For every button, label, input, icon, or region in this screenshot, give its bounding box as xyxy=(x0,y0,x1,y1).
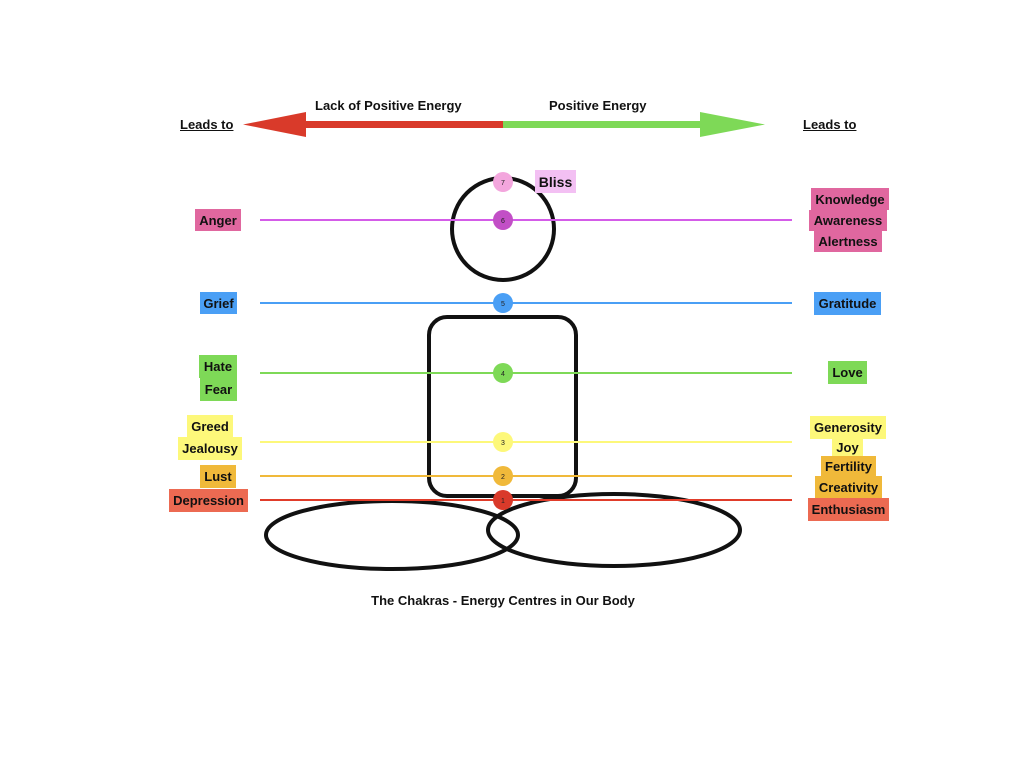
energy-arrow xyxy=(243,112,765,137)
enthusiasm-label: Enthusiasm xyxy=(808,498,889,521)
chakra-number: 3 xyxy=(501,440,505,447)
chakra-dot xyxy=(493,210,513,230)
lust-label: Lust xyxy=(200,465,236,488)
chakra-7: 7 xyxy=(493,172,513,192)
awareness-label: Awareness xyxy=(809,210,887,231)
greed-label: Greed xyxy=(187,415,233,438)
figure-right-leg xyxy=(486,492,742,568)
chakra-number: 6 xyxy=(501,218,505,225)
generosity-label: Generosity xyxy=(810,416,886,439)
chakra-5: 5 xyxy=(493,293,513,313)
right-leads-to: Leads to xyxy=(803,117,857,132)
chakra-number: 2 xyxy=(501,474,505,481)
chakra-dot xyxy=(493,293,513,313)
positive-arrow-head xyxy=(700,112,765,137)
love-label: Love xyxy=(828,361,867,384)
alertness-label: Alertness xyxy=(814,231,882,252)
chakra-3: 3 xyxy=(493,432,513,452)
chakra-dot xyxy=(493,490,513,510)
chakra-number: 1 xyxy=(501,498,505,505)
fertility-label: Fertility xyxy=(821,456,876,477)
chakra-dot xyxy=(493,363,513,383)
figure-left-leg xyxy=(264,499,520,571)
positive-arrow-shaft xyxy=(503,121,705,128)
anger-label: Anger xyxy=(195,209,241,231)
chakra-dot xyxy=(493,466,513,486)
chakra-number: 5 xyxy=(501,301,505,308)
hate-label: Hate xyxy=(199,355,237,378)
creativity-label: Creativity xyxy=(815,476,882,498)
chakra-dot xyxy=(493,432,513,452)
positive-energy-label: Positive Energy xyxy=(549,98,647,113)
chakra-1: 1 xyxy=(493,490,513,510)
negative-arrow-shaft xyxy=(300,121,503,128)
gratitude-label: Gratitude xyxy=(814,292,881,315)
left-leads-to: Leads to xyxy=(180,117,234,132)
depression-label: Depression xyxy=(169,489,248,512)
fear-label: Fear xyxy=(200,378,237,401)
knowledge-label: Knowledge xyxy=(811,188,889,210)
chakra-dot xyxy=(493,172,513,192)
bliss-label: Bliss xyxy=(535,170,576,193)
jealousy-label: Jealousy xyxy=(178,437,242,460)
diagram-caption: The Chakras - Energy Centres in Our Body xyxy=(371,593,635,608)
grief-label: Grief xyxy=(200,292,237,314)
chakra-number: 7 xyxy=(501,180,505,187)
chakra-6: 6 xyxy=(493,210,513,230)
joy-label: Joy xyxy=(832,437,863,457)
chakra-4: 4 xyxy=(493,363,513,383)
chakra-number: 4 xyxy=(501,371,505,378)
negative-energy-label: Lack of Positive Energy xyxy=(315,98,462,113)
negative-arrow-head xyxy=(243,112,306,137)
chakra-2: 2 xyxy=(493,466,513,486)
